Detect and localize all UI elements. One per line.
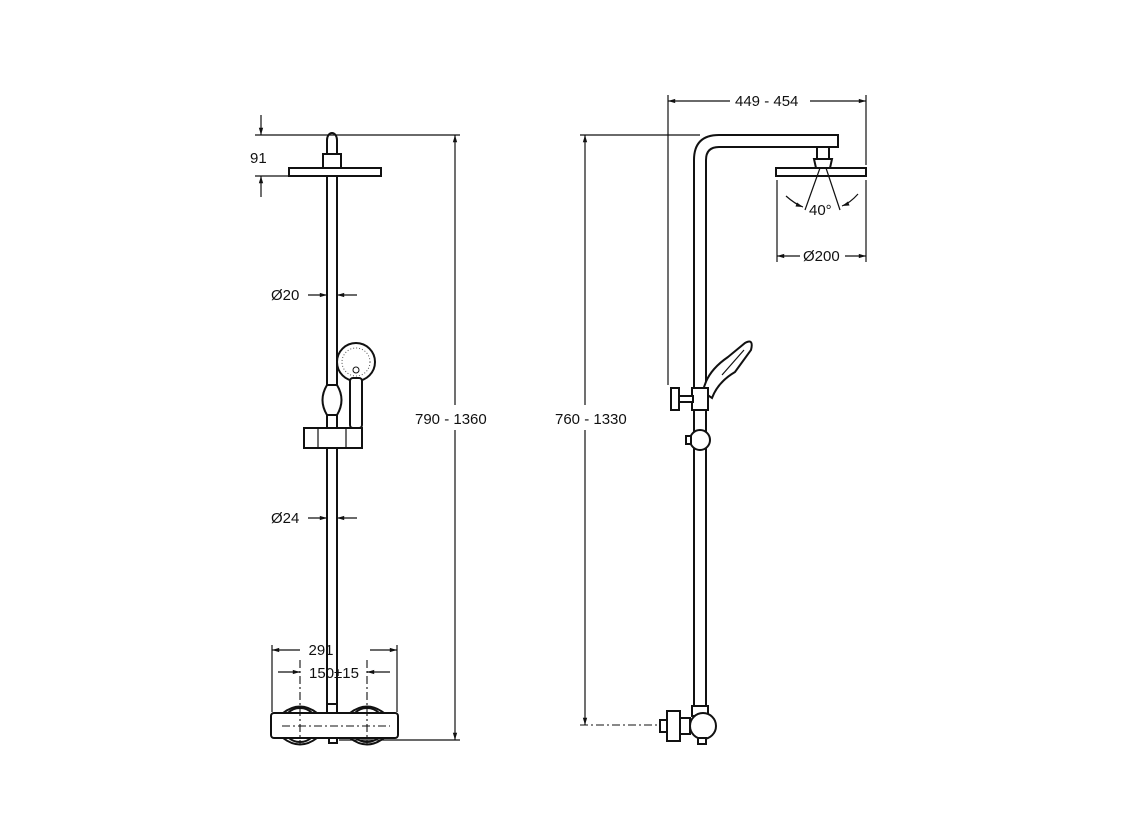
shower-holder [303, 427, 363, 449]
front-height-range-label: 790 - 1360 [415, 411, 487, 428]
head-height-label: 91 [250, 150, 267, 167]
rain-shower-head [775, 167, 867, 177]
side-height-range-label: 760 - 1330 [555, 411, 627, 428]
mixer-knob [666, 710, 681, 742]
dimension-lines-side [580, 95, 867, 726]
arm-projection-label: 449 - 454 [735, 93, 798, 110]
lower-pipe-diameter-label: Ø24 [271, 510, 299, 527]
slider [321, 384, 343, 416]
rain-shower-head [288, 167, 382, 177]
mixer-width-label: 291 [308, 642, 333, 659]
shower-column-front [270, 132, 399, 746]
hand-shower-handle [349, 377, 363, 429]
dimension-lines-front [255, 115, 460, 745]
spray-angle-label: 40° [809, 202, 832, 219]
side-view: 449 - 454 40° Ø200 760 - 1330 [555, 93, 867, 745]
diverter-knob [670, 387, 680, 411]
head-diameter-label: Ø200 [803, 248, 840, 265]
shower-column-side [659, 134, 867, 745]
upper-pipe-diameter-label: Ø20 [271, 287, 299, 304]
inlet-connector [689, 712, 717, 740]
front-view: 91 Ø20 Ø24 790 - 1360 291 150±15 [250, 115, 487, 746]
hand-shower-head [336, 342, 376, 382]
thermostatic-mixer [270, 705, 399, 746]
inlet-spacing-label: 150±15 [309, 665, 359, 682]
